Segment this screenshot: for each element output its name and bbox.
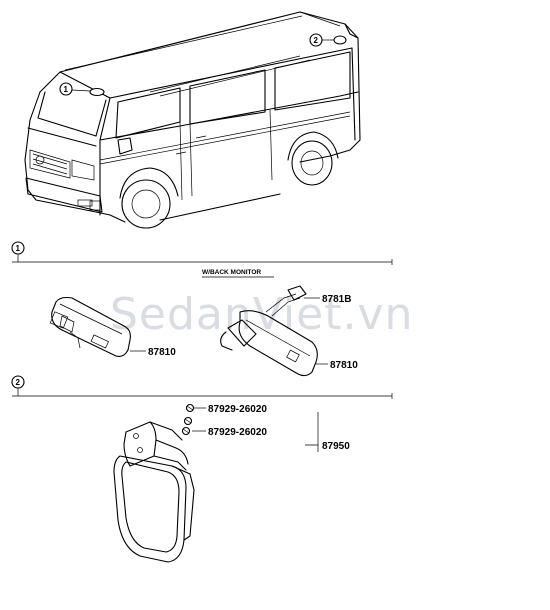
watermark: SedanViet.vn [110, 289, 413, 340]
screw-upper [185, 403, 195, 413]
van-illustration: 1 2 [24, 11, 361, 229]
callout-circle-1 [59, 82, 73, 96]
screw-middle [183, 416, 193, 426]
part-87929-lower: 87929-26020 [208, 427, 267, 438]
variant-label: W/BACK MONITOR [202, 269, 261, 276]
section-1: 1 W/BACK MONITOR 87810 8781 [11, 241, 393, 377]
section-2-number: 2 [16, 378, 21, 387]
callout-label-1: 1 [64, 85, 69, 94]
inner-mirror-left [49, 296, 131, 357]
part-87950: 87950 [322, 441, 350, 452]
part-87810-right: 87810 [330, 360, 358, 371]
part-8781B: 8781B [322, 294, 351, 305]
part-87929-upper: 87929-26020 [208, 404, 267, 415]
section-1-number: 1 [16, 244, 21, 253]
screw-lower [181, 426, 191, 436]
section-2: 2 87929-26020 87929-26020 87950 [11, 375, 393, 563]
callout-circle-2 [309, 33, 323, 47]
callout-label-2: 2 [314, 36, 319, 45]
inner-mirror-right [220, 285, 318, 377]
part-87810-left: 87810 [148, 347, 176, 358]
outer-mirror-assembly [113, 421, 195, 563]
